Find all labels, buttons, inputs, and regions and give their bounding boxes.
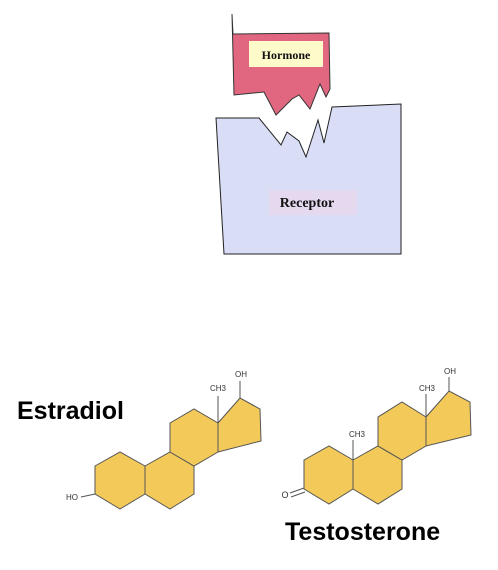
receptor-label-bg xyxy=(269,190,357,215)
hormone-label: Hormone xyxy=(262,48,311,62)
estradiol-name: Estradiol xyxy=(17,397,124,425)
estradiol-ring-a xyxy=(94,451,146,510)
estradiol-ch3-label: CH3 xyxy=(210,384,227,393)
testosterone-c13-methyl-label: CH3 xyxy=(419,384,436,393)
testosterone-ketone-label: O xyxy=(281,490,288,500)
hormone-label-bg xyxy=(249,41,323,67)
testosterone-c10-methyl-label: CH3 xyxy=(349,430,366,439)
estradiol-ho-bond xyxy=(80,493,96,498)
testosterone-structure: OH CH3 CH3 O Testosterone xyxy=(281,367,472,546)
receptor-label: Receptor xyxy=(280,196,334,211)
testosterone-name: Testosterone xyxy=(285,518,440,546)
testosterone-ring-d xyxy=(425,390,472,447)
estradiol-structure: OH CH3 HO Estradiol xyxy=(17,370,262,510)
estradiol-oh-label: OH xyxy=(235,370,247,379)
estradiol-ho-label: HO xyxy=(66,493,78,502)
estradiol-ring-d xyxy=(217,397,262,453)
receptor-shape xyxy=(215,103,402,255)
testosterone-ring-a xyxy=(303,445,354,505)
testosterone-ketone-bond-1 xyxy=(289,487,305,494)
testosterone-ketone-bond-2 xyxy=(290,491,306,498)
hormone-receptor-diagram: Receptor Hormone xyxy=(215,13,402,255)
testosterone-oh-label: OH xyxy=(444,367,456,376)
